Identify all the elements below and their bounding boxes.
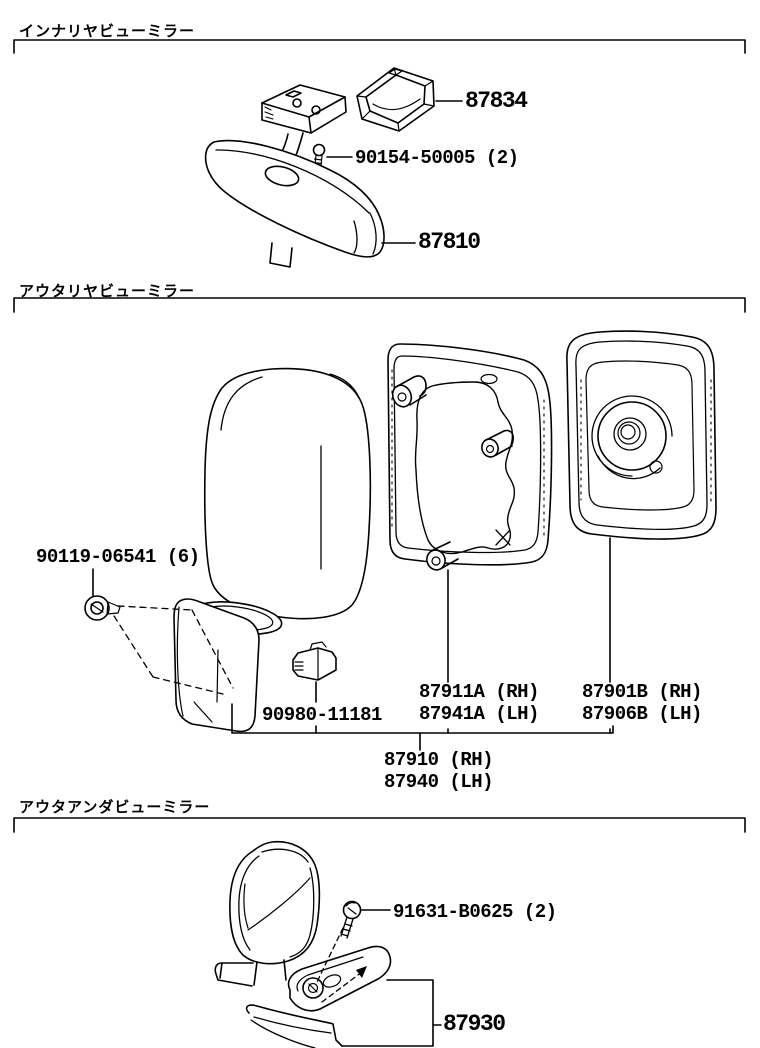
under-mirror-strip-drawing [245, 1004, 343, 1048]
part-label-87911A[interactable]: 87911A (RH) 87941A (LH) [419, 681, 539, 725]
under-mirror-head-drawing [229, 840, 321, 965]
part-label-87834[interactable]: 87834 [465, 88, 528, 114]
mirror-glass-87901-drawing [566, 330, 717, 540]
mirror-87810-drawing [204, 139, 385, 268]
part-label-91631-B0625[interactable]: 91631-B0625 (2) [393, 901, 557, 923]
part-label-87911A-rh[interactable]: 87911A (RH) [419, 681, 539, 703]
part-label-90154-50005[interactable]: 90154-50005 (2) [355, 147, 519, 169]
bracket-87930 [341, 979, 442, 1047]
part-label-87930[interactable]: 87930 [443, 1011, 506, 1037]
section-title-inner-mirror: インナリヤビューミラー [19, 23, 196, 40]
section-rule-outer-under [13, 817, 746, 833]
bolt-dashed-lines [113, 605, 234, 695]
part-label-87910[interactable]: 87910 (RH) 87940 (LH) [384, 749, 494, 793]
part-label-90119-06541[interactable]: 90119-06541 (6) [36, 546, 200, 568]
under-mirror-arm-drawing [287, 927, 392, 1012]
mirror-frame-87911-drawing [387, 343, 553, 571]
mirror-cover-87834-drawing [356, 67, 435, 132]
outer-mirror-drawing [84, 330, 717, 751]
screw-91631-icon [340, 900, 362, 939]
part-label-87910-rh[interactable]: 87910 (RH) [384, 749, 494, 771]
part-label-87901B-rh[interactable]: 87901B (RH) [582, 681, 702, 703]
section-title-outer-rear-mirror: アウタリヤビューミラー [19, 283, 196, 300]
bracket-87910 [231, 703, 614, 751]
part-label-87901B[interactable]: 87901B (RH) 87906B (LH) [582, 681, 702, 725]
part-label-87810[interactable]: 87810 [418, 229, 481, 255]
section-title-outer-under-mirror: アウタアンダビューミラー [19, 799, 211, 816]
connector-90980-drawing [292, 641, 337, 681]
part-label-90980-11181[interactable]: 90980-11181 [262, 704, 382, 726]
bolt-90119-icon [84, 595, 121, 621]
under-mirror-foot-drawing [214, 959, 287, 987]
inner-mirror-drawing [204, 67, 463, 268]
part-label-87941A-lh[interactable]: 87941A (LH) [419, 703, 539, 725]
mirror-housing-drawing [203, 367, 372, 620]
mirror-mount-drawing [261, 84, 347, 134]
part-label-87906B-lh[interactable]: 87906B (LH) [582, 703, 702, 725]
mirror-base-drawing [173, 598, 260, 733]
section-rule-inner [13, 39, 746, 54]
under-mirror-drawing [214, 840, 442, 1048]
part-label-87940-lh[interactable]: 87940 (LH) [384, 771, 494, 793]
section-rule-outer-rear [13, 297, 746, 313]
